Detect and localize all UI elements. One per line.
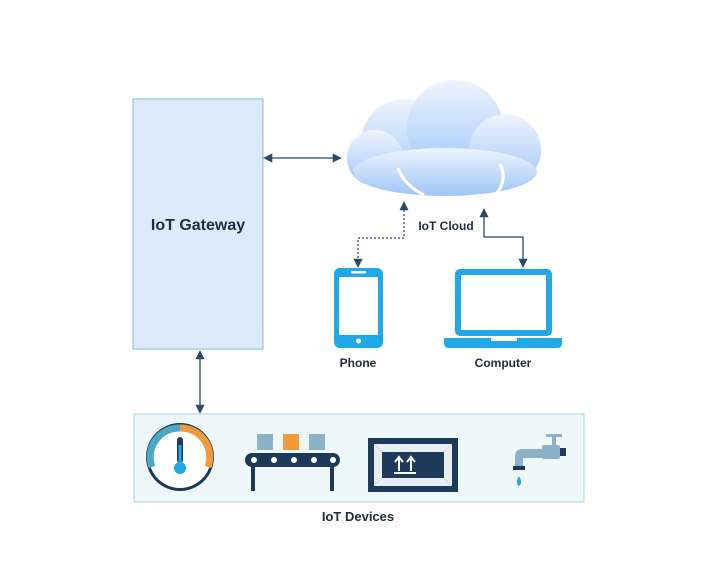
cloud-label: IoT Cloud	[418, 219, 473, 233]
iot-cloud-node[interactable]: IoT Cloud	[347, 80, 541, 233]
connectors	[195, 153, 528, 414]
devices-label: IoT Devices	[322, 509, 394, 524]
computer-node[interactable]: Computer	[444, 269, 562, 370]
water-faucet-icon	[513, 434, 566, 486]
thermometer-gauge-icon	[146, 423, 214, 491]
conveyor-belt-icon	[245, 434, 340, 491]
computer-label: Computer	[475, 356, 532, 370]
phone-label: Phone	[340, 356, 377, 370]
phone-node[interactable]: Phone	[334, 268, 383, 370]
computer-cloud-connector	[479, 208, 528, 268]
laptop-icon	[444, 269, 562, 348]
package-box-icon	[368, 438, 458, 492]
phone-cloud-connector	[353, 201, 409, 268]
smartphone-icon	[334, 268, 383, 348]
gateway-label: IoT Gateway	[151, 217, 245, 234]
cloud-icon	[347, 80, 541, 196]
iot-gateway-node[interactable]: IoT Gateway	[132, 98, 264, 350]
iot-devices-node[interactable]: IoT Devices	[133, 413, 585, 524]
